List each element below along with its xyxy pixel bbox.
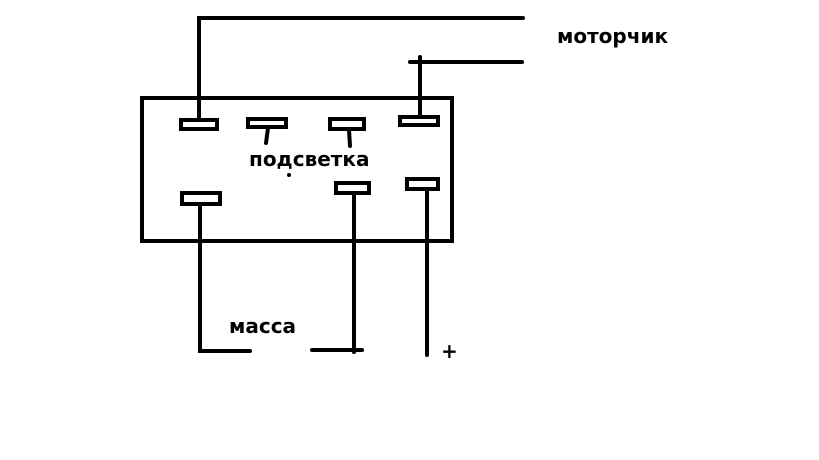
pin-bottom-1 — [180, 191, 222, 206]
motor-wire-1 — [197, 16, 525, 122]
pin-bottom-2 — [334, 181, 371, 195]
backlight-stub-2 — [347, 128, 352, 148]
motor-label: моторчик — [557, 24, 668, 48]
backlight-stub-1 — [264, 126, 270, 145]
ground-wire-left — [198, 203, 252, 353]
pin-bottom-3 — [405, 177, 440, 191]
pin-top-3 — [328, 117, 366, 131]
plus-label: + — [441, 339, 458, 363]
ground-label: масса — [229, 314, 296, 338]
switch-body — [140, 96, 454, 243]
backlight-label: подсветка — [249, 147, 369, 171]
stray-dot — [287, 173, 291, 177]
pin-top-2 — [246, 117, 288, 129]
